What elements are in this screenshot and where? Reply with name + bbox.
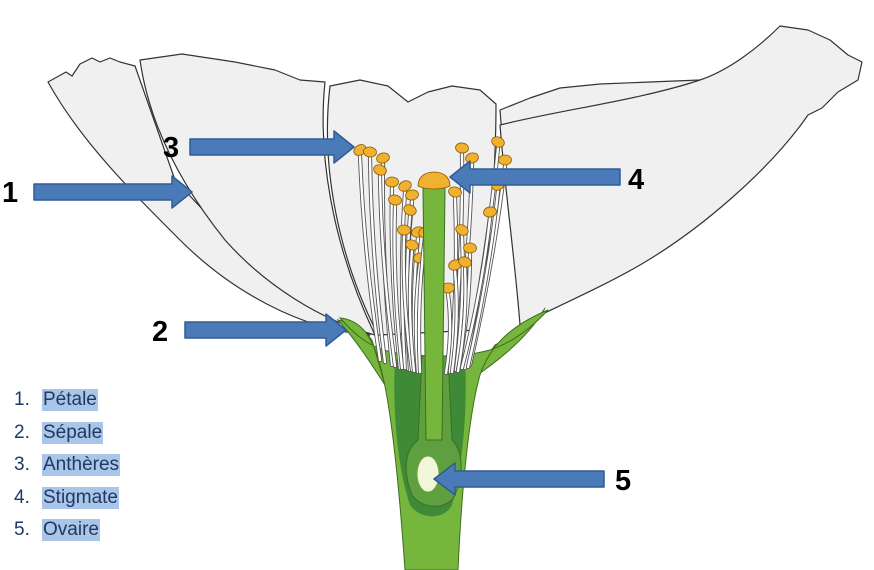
legend-item: 4. Stigmate bbox=[14, 482, 120, 515]
filament-highlight bbox=[456, 266, 467, 373]
anther bbox=[458, 256, 472, 268]
anther bbox=[498, 154, 512, 166]
legend-item-label: Anthères bbox=[42, 454, 121, 477]
filament-highlight bbox=[460, 216, 492, 370]
stigma bbox=[417, 171, 451, 190]
legend-item-index: 1. bbox=[14, 389, 30, 411]
callout-number-stigma: 4 bbox=[628, 164, 644, 196]
legend-item-index: 2. bbox=[14, 421, 30, 443]
anther bbox=[455, 142, 469, 154]
filament-highlight bbox=[450, 269, 458, 374]
filament-highlight bbox=[393, 204, 404, 370]
arrow-petal bbox=[33, 175, 193, 209]
arrow-sepal bbox=[184, 313, 347, 347]
anther bbox=[385, 176, 399, 188]
filament-highlight bbox=[454, 234, 464, 372]
legend-item-index: 5. bbox=[14, 519, 30, 541]
callout-number-ovary: 5 bbox=[615, 465, 631, 497]
petal-right bbox=[499, 25, 863, 326]
filament-highlight bbox=[408, 249, 416, 373]
filament-highlight bbox=[378, 174, 397, 368]
filament-highlight bbox=[368, 156, 387, 364]
legend-item-label: Pétale bbox=[42, 389, 98, 412]
anther bbox=[397, 224, 411, 236]
anther bbox=[483, 206, 497, 218]
arrow-ovary bbox=[433, 462, 605, 496]
anther bbox=[491, 136, 505, 148]
anther bbox=[465, 152, 479, 164]
anther bbox=[353, 144, 367, 156]
legend-item: 5. Ovaire bbox=[14, 514, 120, 547]
style bbox=[422, 187, 446, 441]
stamens bbox=[353, 136, 512, 376]
anther bbox=[363, 146, 377, 158]
legend-item-index: 4. bbox=[14, 486, 30, 508]
anther bbox=[376, 152, 390, 164]
arrow-anthers bbox=[189, 130, 355, 164]
anther bbox=[405, 239, 419, 251]
legend-item: 2. Sépale bbox=[14, 417, 120, 450]
filament-highlight bbox=[444, 292, 452, 375]
legend-list: 1. Pétale 2. Sépale 3. Anthères 4. Stigm… bbox=[14, 384, 121, 547]
anther bbox=[448, 186, 462, 198]
filament-highlight bbox=[358, 154, 382, 362]
filament-highlight bbox=[402, 234, 414, 372]
pistil bbox=[417, 171, 451, 441]
callout-arrows bbox=[33, 130, 621, 496]
filament-highlight bbox=[414, 262, 422, 374]
anther bbox=[463, 242, 477, 254]
callout-number-anthers: 3 bbox=[163, 132, 179, 164]
arrow-stigma bbox=[449, 160, 621, 194]
anther bbox=[373, 164, 387, 176]
legend-item-label: Sépale bbox=[42, 421, 104, 444]
legend-item-label: Stigmate bbox=[42, 486, 119, 509]
callout-number-petal: 1 bbox=[2, 177, 18, 209]
callout-numbers: 1 2 3 4 5 bbox=[2, 132, 644, 497]
petal-left-back bbox=[47, 57, 371, 336]
legend-item: 1. Pétale bbox=[14, 384, 120, 417]
legend-item: 3. Anthères bbox=[14, 449, 121, 482]
anther bbox=[455, 224, 469, 236]
ovule bbox=[416, 455, 440, 493]
anther bbox=[388, 194, 402, 206]
legend-item-label: Ovaire bbox=[42, 519, 100, 542]
anther bbox=[405, 189, 419, 201]
callout-number-sepal: 2 bbox=[152, 316, 168, 348]
anther bbox=[398, 180, 412, 192]
legend-item-index: 3. bbox=[14, 454, 30, 476]
anther bbox=[403, 204, 417, 216]
